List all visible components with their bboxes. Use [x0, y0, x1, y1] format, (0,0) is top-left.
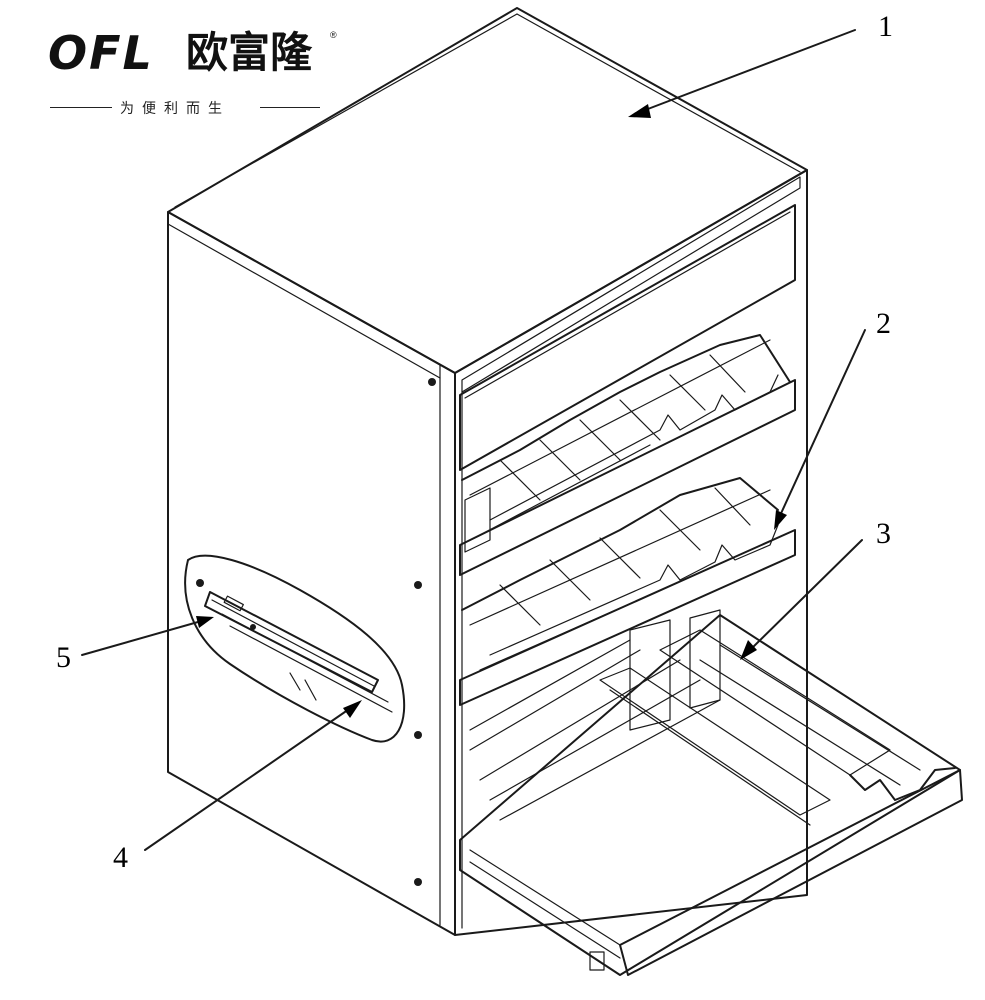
slide-rail — [204, 591, 393, 713]
leader-lines — [81, 29, 866, 851]
callout-3: 3 — [876, 517, 891, 550]
callout-2: 2 — [876, 307, 891, 340]
logo-slogan: 为便利而生 — [120, 101, 230, 117]
logo-chinese-text: 欧富隆 — [186, 28, 313, 77]
callout-1: 1 — [878, 10, 893, 43]
slogan-rule-right — [260, 107, 320, 108]
callout-5: 5 — [56, 641, 71, 674]
logo-latin-text: OFL — [48, 26, 154, 80]
top-fascia — [459, 204, 796, 471]
basket-tier-1 — [459, 334, 796, 576]
screw-hole-4 — [414, 878, 422, 886]
basket-tier-3 — [459, 609, 963, 976]
screw-hole-2 — [414, 581, 422, 589]
side-cutaway — [184, 554, 406, 743]
cabinet-side-panel — [167, 211, 456, 936]
brand-logo: OFL 欧富隆 ® 为便利而生 — [48, 30, 338, 120]
basket-tier-2 — [459, 477, 796, 706]
registered-mark: ® — [330, 30, 337, 40]
screw-hole-3 — [414, 731, 422, 739]
slogan-rule-left — [50, 107, 112, 108]
screw-hole-1 — [428, 378, 436, 386]
cabinet-top-panel — [167, 7, 808, 382]
callout-4: 4 — [113, 841, 128, 874]
